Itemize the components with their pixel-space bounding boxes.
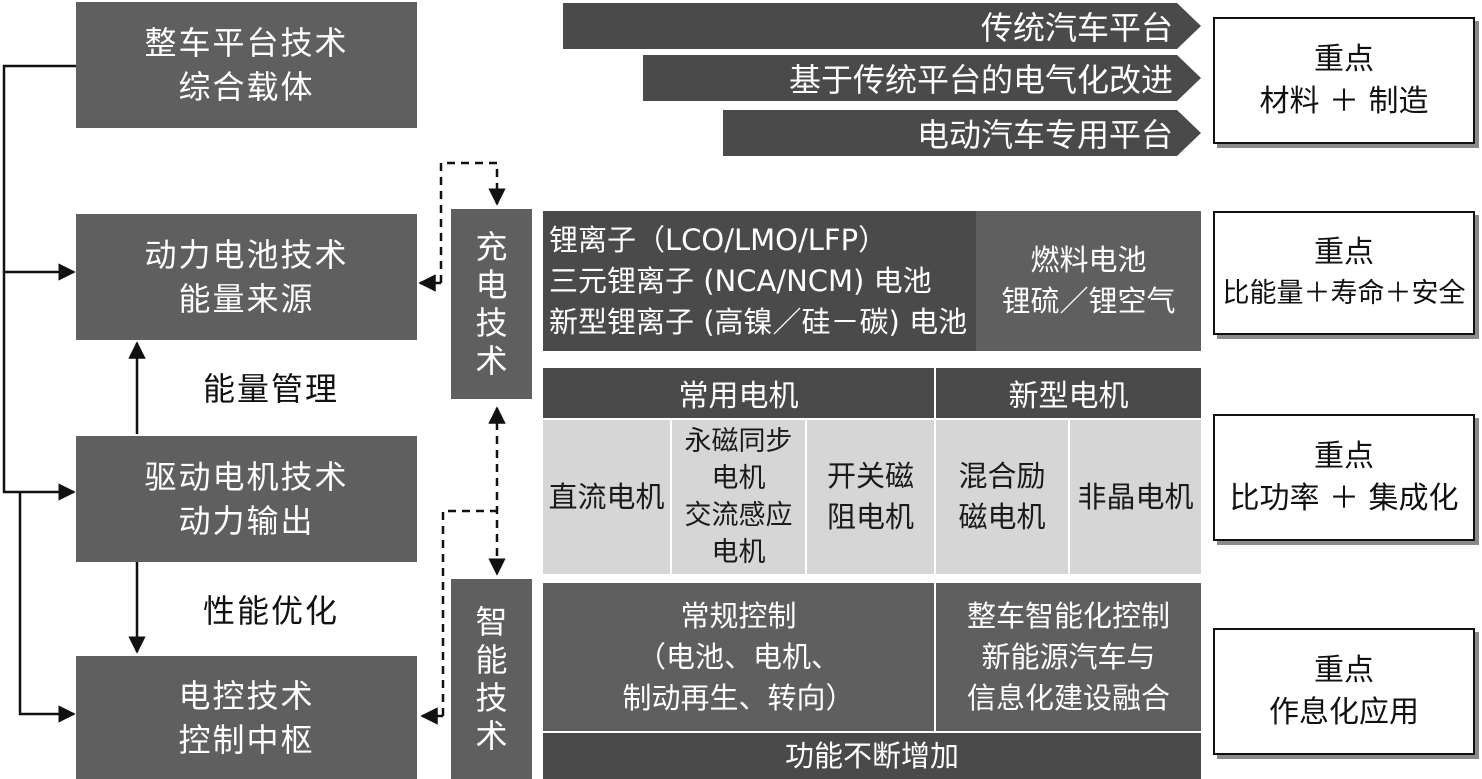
charging-dashed-link xyxy=(439,161,506,283)
control-link-line xyxy=(18,492,76,723)
focus-box-platform: 重点 材料 ＋ 制造 xyxy=(1213,17,1475,144)
focus-title-3: 重点 xyxy=(1314,438,1374,474)
platform-tech-box: 整车平台技术 综合载体 xyxy=(76,2,417,128)
conventional-control-line3: 制动再生、转向） xyxy=(622,680,855,715)
battery-tech-box: 动力电池技术 能量来源 xyxy=(76,214,417,340)
smart-control-box: 整车智能化控制 新能源汽车与 信息化建设融合 xyxy=(936,583,1201,731)
platform-tech-subtitle: 综合载体 xyxy=(178,68,315,106)
function-increase-bar: 功能不断增加 xyxy=(543,733,1201,779)
amorphous-motor-cell: 非晶电机 xyxy=(1070,420,1201,574)
srm-label-1: 开关磁 xyxy=(826,459,914,493)
smart-char-1: 智 xyxy=(475,603,508,641)
focus-desc-1: 材料 ＋ 制造 xyxy=(1259,83,1429,119)
focus-desc-2: 比能量＋寿命＋安全 xyxy=(1222,278,1466,309)
charging-char-2: 电 xyxy=(475,266,508,304)
pm-ac-motor-cell: 永磁同步 电机 交流感应 电机 xyxy=(672,420,805,574)
focus-box-control: 重点 作息化应用 xyxy=(1213,628,1475,755)
new-motor-header: 新型电机 xyxy=(936,368,1201,418)
pm-sync-label-2: 电机 xyxy=(711,463,766,494)
motor-tech-box: 驱动电机技术 动力输出 xyxy=(76,436,417,562)
ternary-lithium-label: 三元锂离子 (NCA/NCM) 电池 xyxy=(549,263,932,298)
focus-box-motor: 重点 比功率 ＋ 集成化 xyxy=(1213,414,1475,541)
battery-tech-title: 动力电池技术 xyxy=(144,236,349,274)
charging-char-3: 技 xyxy=(475,304,508,342)
charging-char-4: 术 xyxy=(475,342,508,380)
smart-control-title: 整车智能化控制 xyxy=(966,598,1170,633)
battery-tech-subtitle: 能量来源 xyxy=(178,280,315,318)
smart-char-4: 术 xyxy=(475,717,508,755)
control-tech-box: 电控技术 控制中枢 xyxy=(76,656,417,779)
charging-tech-box: 充 电 技 术 xyxy=(451,209,532,399)
srm-label-2: 阻电机 xyxy=(826,500,914,534)
platform-link-line xyxy=(2,64,76,501)
platform-bar-traditional: 传统汽车平台 xyxy=(563,3,1201,49)
control-tech-title: 电控技术 xyxy=(178,676,315,715)
dc-motor-label: 直流电机 xyxy=(548,479,665,514)
new-lithium-label: 新型锂离子 (高镍／硅－碳) 电池 xyxy=(549,304,968,339)
platform-bar-dedicated-ev: 电动汽车专用平台 xyxy=(723,110,1201,156)
other-battery-box: 燃料电池 锂硫／锂空气 xyxy=(976,211,1201,351)
platform-tech-title: 整车平台技术 xyxy=(144,24,349,62)
lithium-ion-label: 锂离子（LCO/LMO/LFP） xyxy=(549,222,888,257)
motor-tech-title: 驱动电机技术 xyxy=(144,458,349,496)
common-motor-header-text: 常用电机 xyxy=(678,379,799,414)
smart-char-3: 技 xyxy=(475,679,508,717)
focus-title-2: 重点 xyxy=(1314,235,1374,270)
conventional-control-box: 常规控制 （电池、电机、 制动再生、转向） xyxy=(543,583,934,731)
conventional-control-line2: （电池、电机、 xyxy=(636,639,840,674)
smart-dashed-link xyxy=(441,509,497,716)
lithium-battery-box: 锂离子（LCO/LMO/LFP） 三元锂离子 (NCA/NCM) 电池 新型锂离… xyxy=(543,211,976,351)
charging-char-1: 充 xyxy=(475,228,508,266)
hybrid-motor-cell: 混合励 磁电机 xyxy=(936,420,1068,574)
amorphous-label: 非晶电机 xyxy=(1077,479,1194,514)
control-tech-subtitle: 控制中枢 xyxy=(178,720,315,759)
performance-optimization-label: 性能优化 xyxy=(203,592,340,630)
platform-bar-electrified: 基于传统平台的电气化改进 xyxy=(643,55,1201,101)
new-motor-header-text: 新型电机 xyxy=(1008,379,1129,414)
focus-desc-4: 作息化应用 xyxy=(1269,694,1419,730)
focus-box-battery: 重点 比能量＋寿命＋安全 xyxy=(1213,211,1475,335)
smart-char-2: 能 xyxy=(475,641,508,679)
motor-tech-subtitle: 动力输出 xyxy=(178,502,315,540)
srm-motor-cell: 开关磁 阻电机 xyxy=(807,420,934,574)
ac-induction-label-2: 电机 xyxy=(711,537,766,568)
focus-desc-3: 比功率 ＋ 集成化 xyxy=(1229,480,1459,516)
hybrid-label-1: 混合励 xyxy=(958,459,1046,493)
energy-management-label: 能量管理 xyxy=(203,370,340,408)
smart-tech-box: 智 能 技 术 xyxy=(451,579,532,779)
li-s-li-air-label: 锂硫／锂空气 xyxy=(1001,284,1176,318)
function-increase-label: 功能不断增加 xyxy=(784,738,959,773)
conventional-control-title: 常规控制 xyxy=(680,598,797,633)
common-motor-header: 常用电机 xyxy=(543,368,934,418)
pm-sync-label: 永磁同步 xyxy=(684,426,793,457)
ac-induction-label: 交流感应 xyxy=(684,500,793,531)
fuel-cell-label: 燃料电池 xyxy=(1030,243,1147,277)
dc-motor-cell: 直流电机 xyxy=(543,420,670,574)
smart-control-line2: 新能源汽车与 xyxy=(981,639,1156,674)
focus-title-4: 重点 xyxy=(1314,652,1374,688)
smart-control-line3: 信息化建设融合 xyxy=(966,680,1170,715)
focus-title-1: 重点 xyxy=(1314,41,1374,77)
hybrid-label-2: 磁电机 xyxy=(958,500,1046,534)
